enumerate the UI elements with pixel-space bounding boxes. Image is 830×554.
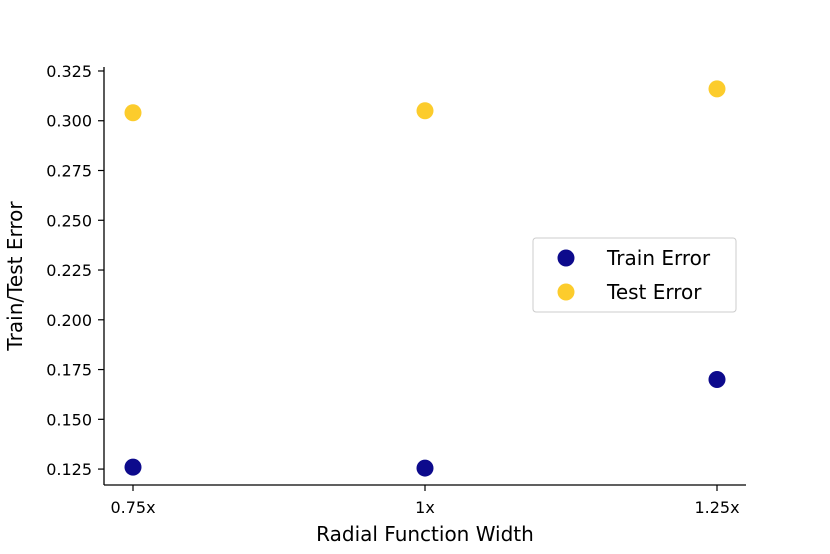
data-point-test-error [708, 80, 726, 98]
legend-marker-test-error [557, 283, 575, 301]
x-tick-label: 1x [415, 498, 435, 517]
data-point-train-error [124, 458, 142, 476]
data-point-train-error [416, 459, 434, 477]
data-point-test-error [416, 102, 434, 120]
x-axis-ticks: 0.75x 1x 1.25x [110, 485, 740, 517]
x-tick-label: 1.25x [694, 498, 739, 517]
legend-label-test-error: Test Error [606, 280, 702, 304]
y-tick-label: 0.325 [46, 62, 92, 81]
y-tick-label: 0.175 [46, 361, 92, 380]
data-point-train-error [708, 371, 726, 389]
legend-label-train-error: Train Error [606, 246, 711, 270]
x-axis-label: Radial Function Width [316, 522, 534, 546]
y-tick-label: 0.300 [46, 112, 92, 131]
y-tick-label: 0.275 [46, 162, 92, 181]
y-tick-label: 0.250 [46, 211, 92, 230]
data-point-test-error [124, 104, 142, 122]
y-tick-label: 0.200 [46, 311, 92, 330]
legend-box [532, 237, 737, 313]
y-tick-label: 0.150 [46, 410, 92, 429]
y-axis-ticks: 0.125 0.150 0.175 0.200 0.225 0.250 0.275 0.300… [46, 62, 104, 479]
legend: Train Error Test Error [532, 237, 737, 313]
data-points [124, 80, 726, 477]
x-tick-label: 0.75x [110, 498, 155, 517]
y-axis-label: Train/Test Error [3, 201, 27, 352]
y-tick-label: 0.225 [46, 261, 92, 280]
y-tick-label: 0.125 [46, 460, 92, 479]
legend-marker-train-error [557, 249, 575, 267]
